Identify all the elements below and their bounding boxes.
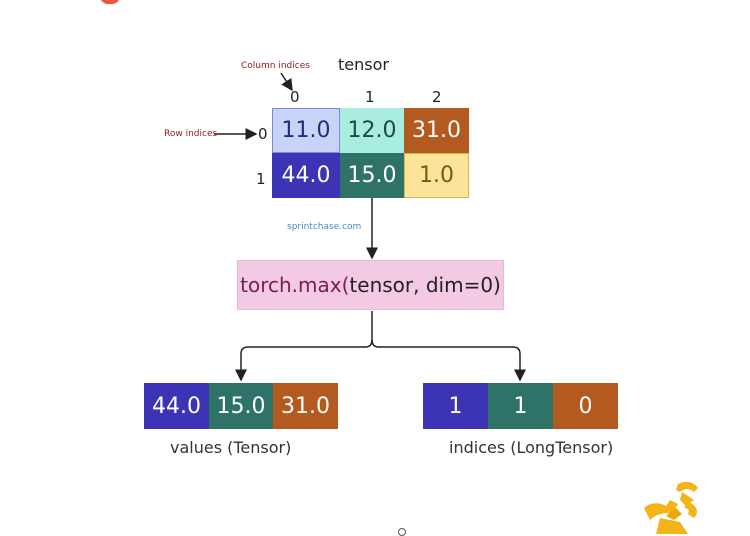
indices-tensor: 1 1 0 xyxy=(423,383,618,429)
tensor-matrix: 11.0 12.0 31.0 44.0 15.0 1.0 xyxy=(272,108,469,198)
indices-caption: indices (LongTensor) xyxy=(449,438,614,457)
top-accent-shape xyxy=(100,0,120,4)
column-index-1: 1 xyxy=(365,88,375,106)
indices-cell-1: 1 xyxy=(488,383,553,429)
column-indices-arrow xyxy=(280,72,293,92)
op-to-indices-connector xyxy=(371,339,526,382)
matrix-cell-0-1: 12.0 xyxy=(340,108,404,153)
matrix-cell-1-0: 44.0 xyxy=(272,153,340,198)
values-cell-1: 15.0 xyxy=(209,383,273,429)
values-cell-0: 44.0 xyxy=(144,383,209,429)
values-caption: values (Tensor) xyxy=(170,438,292,457)
matrix-cell-1-2: 1.0 xyxy=(404,153,469,198)
operation-function: torch.max( xyxy=(240,273,350,297)
indices-cell-2: 0 xyxy=(553,383,618,429)
matrix-cell-0-0: 11.0 xyxy=(272,108,340,153)
column-index-0: 0 xyxy=(290,88,300,106)
operation-arguments: tensor, dim=0) xyxy=(349,273,501,297)
matrix-cell-1-1: 15.0 xyxy=(340,153,404,198)
operation-box: torch.max( tensor, dim=0) xyxy=(237,260,504,310)
bottom-partial-mark xyxy=(398,528,406,536)
row-index-0: 0 xyxy=(258,125,268,143)
op-to-outputs-connector xyxy=(235,311,373,382)
tensor-title: tensor xyxy=(338,55,389,74)
watermark-text: sprintchase.com xyxy=(287,222,362,232)
values-tensor: 44.0 15.0 31.0 xyxy=(144,383,338,429)
indices-cell-0: 1 xyxy=(423,383,488,429)
row-index-1: 1 xyxy=(256,170,266,188)
values-cell-2: 31.0 xyxy=(273,383,338,429)
column-index-2: 2 xyxy=(432,88,442,106)
column-indices-label: Column indices xyxy=(241,61,310,71)
logo-icon xyxy=(644,481,698,534)
row-indices-label: Row indices xyxy=(164,129,218,139)
matrix-cell-0-2: 31.0 xyxy=(404,108,469,153)
